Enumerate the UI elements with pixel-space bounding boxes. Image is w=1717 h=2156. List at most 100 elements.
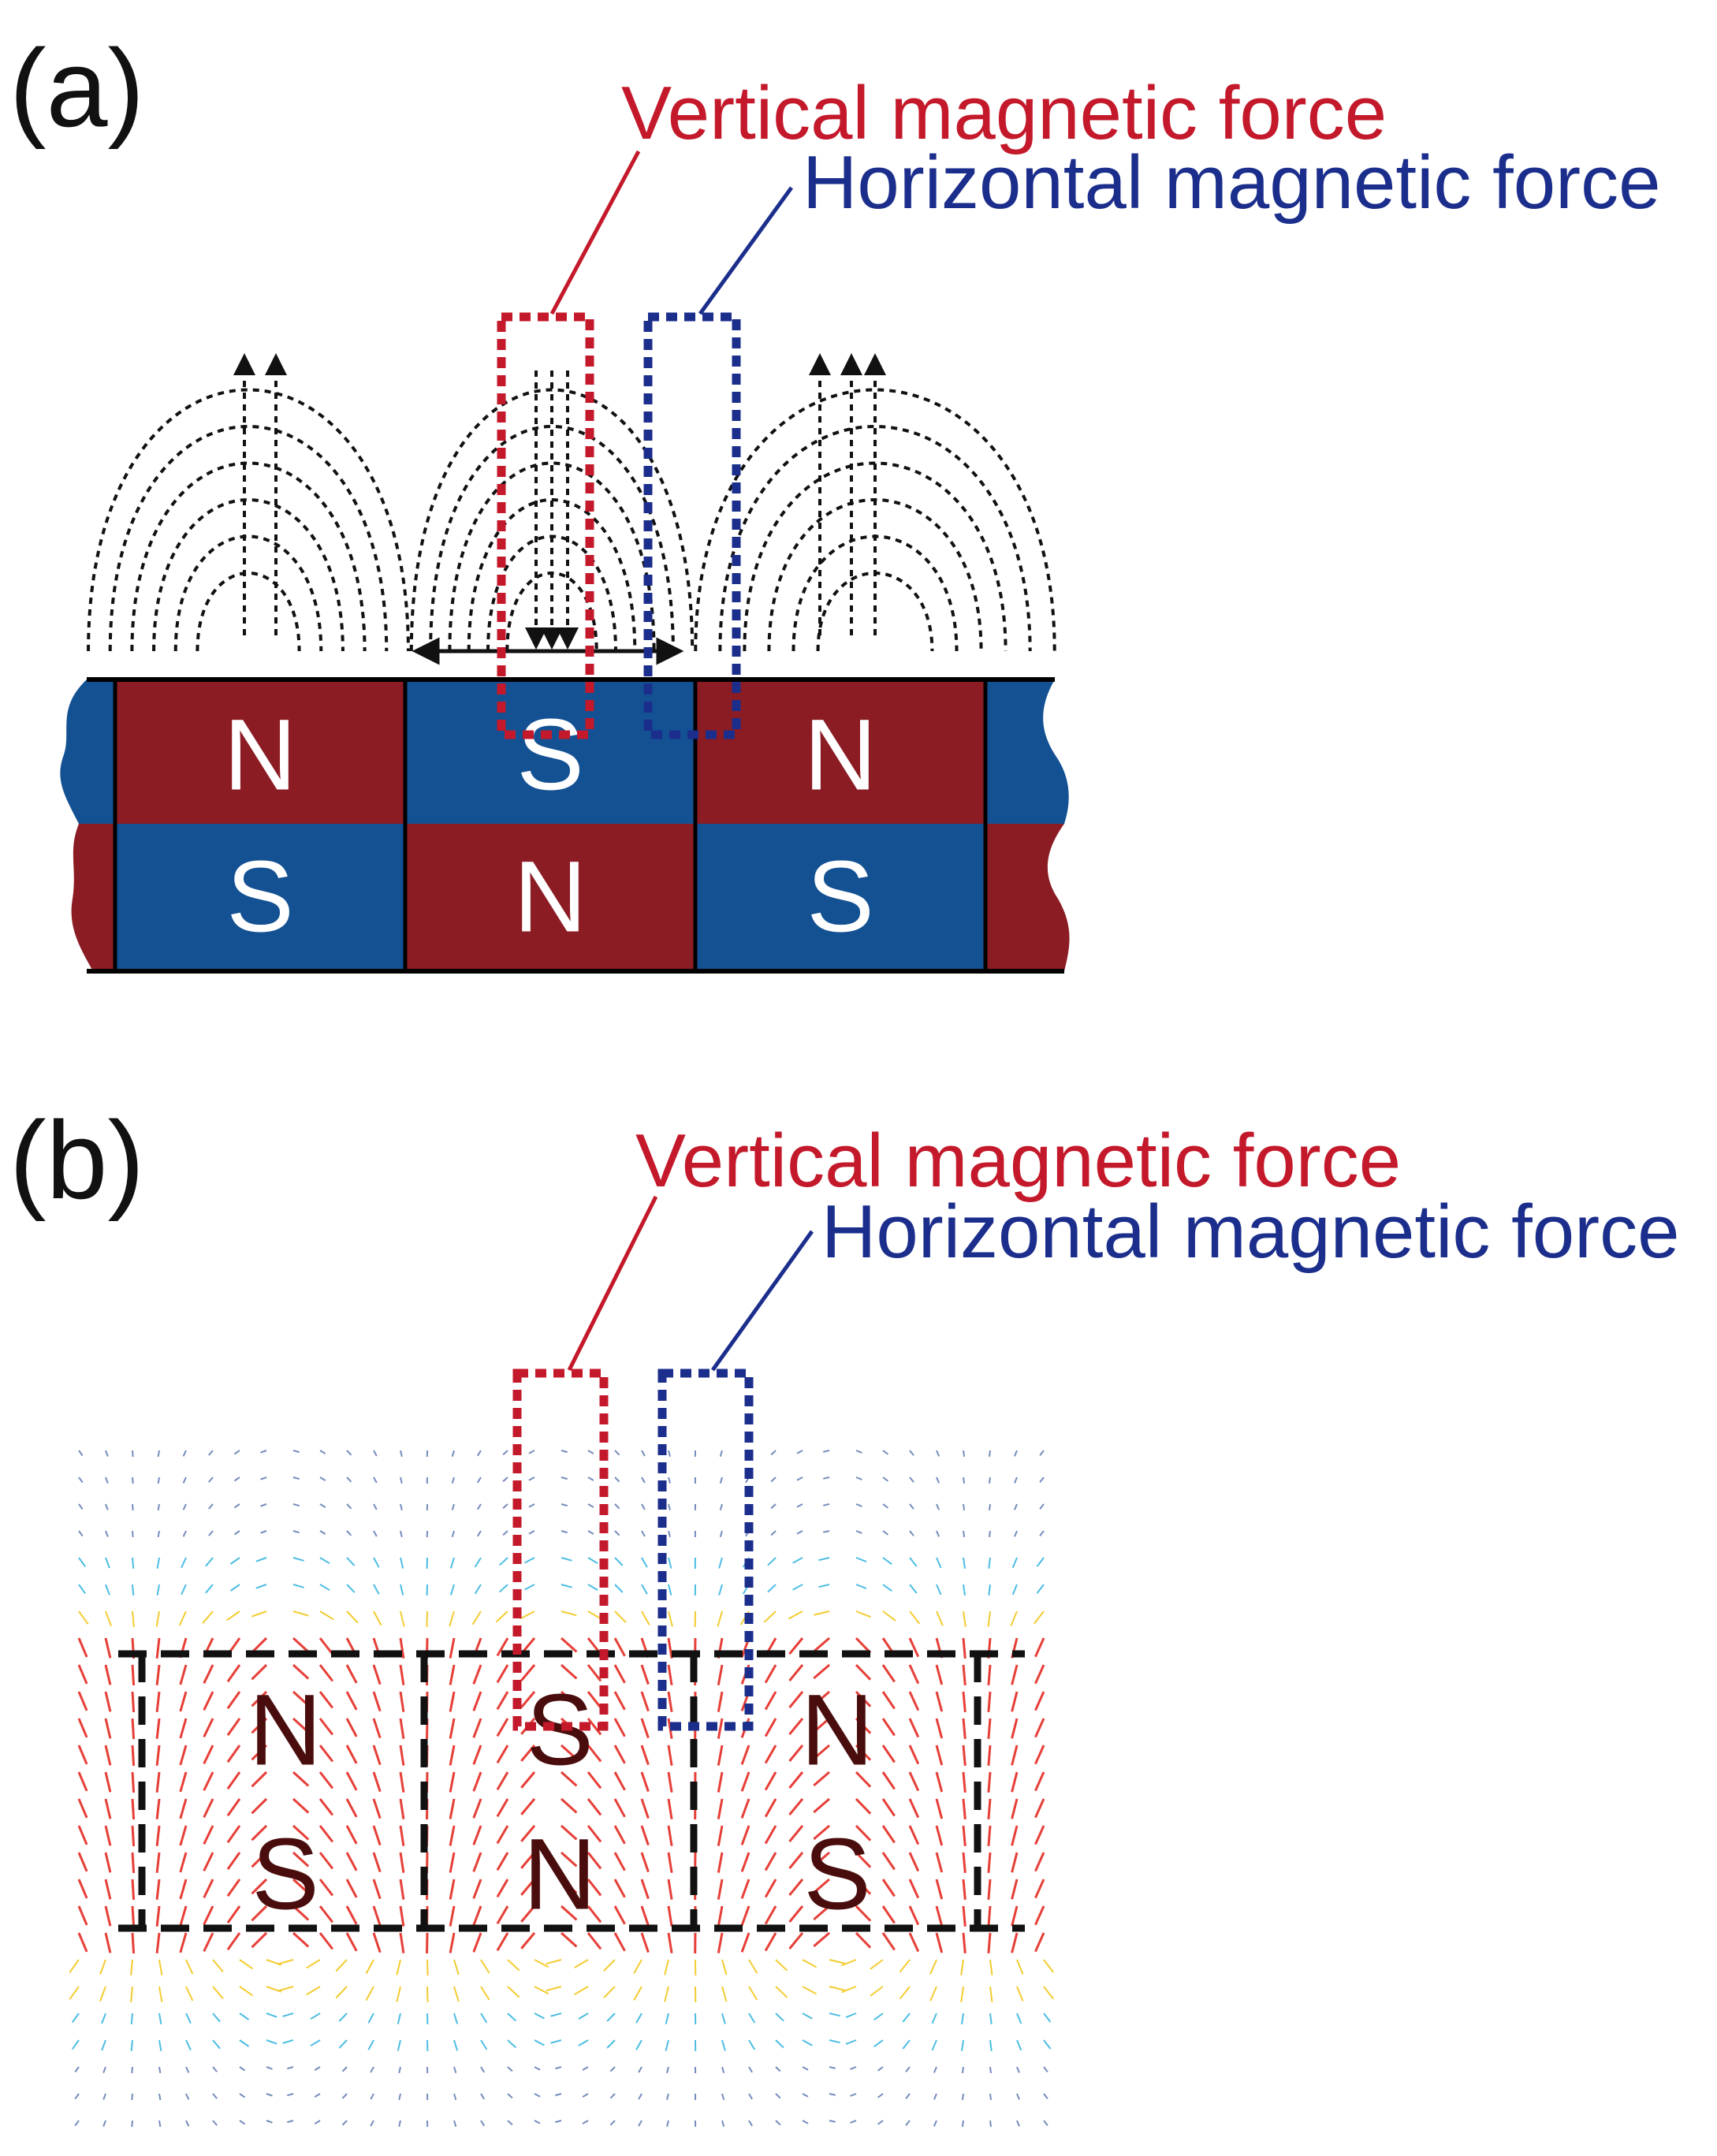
field-vector: [881, 1852, 896, 1871]
field-vector: [155, 1610, 160, 1627]
field-vector: [909, 1610, 921, 1625]
field-vector: [740, 1879, 750, 1899]
field-vector: [208, 1450, 214, 1456]
field-vector: [78, 1476, 84, 1484]
field-vector: [99, 1959, 106, 1975]
field-vector: [292, 1503, 300, 1507]
field-vector: [453, 2093, 457, 2100]
field-vector: [131, 1825, 136, 1847]
field-vector: [609, 2120, 616, 2126]
field-vector: [721, 1986, 728, 2002]
field-vector: [157, 1530, 160, 1538]
field-vector: [667, 1637, 673, 1659]
field-vector: [528, 1476, 535, 1481]
field-vector: [185, 2093, 190, 2100]
field-vector: [829, 1959, 845, 1964]
field-vector: [909, 1530, 914, 1536]
field-vector: [640, 1771, 650, 1793]
field-vector: [931, 2013, 937, 2024]
field-vector: [372, 1718, 382, 1739]
field-vector: [578, 2013, 589, 2020]
field-vector: [665, 2013, 669, 2024]
field-vector: [770, 1450, 777, 1456]
field-vector: [987, 1610, 991, 1627]
panel-a: (a) N S N S N S: [9, 26, 1660, 974]
field-vector: [764, 1798, 777, 1818]
field-vector: [613, 1637, 626, 1657]
field-vector: [372, 1664, 382, 1685]
field-vector: [474, 1584, 482, 1595]
field-vector: [226, 1879, 241, 1897]
field-vector: [319, 1450, 326, 1454]
field-vector: [1011, 1718, 1019, 1739]
field-vector: [77, 1745, 88, 1765]
field-vector: [855, 1557, 867, 1563]
field-vector: [740, 1852, 750, 1872]
field-vector: [292, 1905, 310, 1921]
field-vector: [802, 2039, 813, 2046]
field-vector: [718, 1557, 723, 1569]
field-vector: [105, 1450, 109, 1457]
field-vector: [78, 1557, 87, 1567]
field-vector: [471, 1610, 482, 1625]
field-vector: [641, 1503, 646, 1510]
field-vector: [909, 1584, 918, 1594]
field-vector: [748, 2066, 753, 2073]
field-vector: [496, 1637, 509, 1657]
field-vector: [496, 1879, 509, 1898]
field-vector: [667, 1798, 673, 1819]
field-vector: [318, 1771, 334, 1789]
field-vector: [829, 2066, 836, 2069]
field-vector: [561, 1503, 568, 1507]
field-vector: [203, 1932, 214, 1953]
field-vector: [962, 1745, 967, 1767]
field-vector: [453, 2120, 457, 2127]
field-vector: [905, 2066, 911, 2072]
field-vector: [640, 1718, 650, 1739]
field-vector: [239, 2066, 246, 2072]
field-vector: [935, 1664, 944, 1685]
field-vector: [496, 1825, 509, 1845]
field-vector: [640, 1852, 650, 1873]
field-vector: [641, 1450, 646, 1457]
field-vector: [560, 1905, 578, 1921]
panel-a-label: (a): [9, 26, 144, 150]
field-vector: [155, 1745, 161, 1766]
field-vector: [841, 1986, 857, 1994]
field-vector: [212, 2066, 218, 2072]
field-vector: [587, 1503, 594, 1508]
field-vector: [638, 2066, 642, 2073]
field-vector: [822, 1476, 830, 1480]
field-vector: [534, 2120, 541, 2124]
field-vector: [345, 1691, 358, 1711]
field-vector: [1016, 1959, 1024, 1975]
field-vector: [226, 1745, 241, 1763]
field-vector: [764, 1825, 777, 1845]
field-vector: [1043, 2013, 1052, 2023]
field-vector: [131, 1932, 136, 1954]
field-vector: [1034, 1718, 1045, 1738]
field-vector: [104, 1745, 112, 1766]
field-vector: [77, 1932, 88, 1953]
field-vector: [524, 1584, 535, 1591]
vertical-callout-leader: [567, 1195, 658, 1372]
field-vector: [855, 1931, 872, 1949]
field-vector: [472, 1905, 482, 1926]
field-vector: [449, 1798, 456, 1819]
field-vector: [155, 1664, 161, 1685]
field-vector: [881, 1691, 896, 1710]
field-vector: [185, 2066, 190, 2073]
field-vector: [962, 1852, 967, 1874]
field-vector: [534, 1959, 549, 1968]
field-vector: [426, 1932, 429, 1954]
field-vector: [239, 1959, 253, 1970]
field-vector: [719, 1476, 723, 1484]
field-vector: [717, 1610, 723, 1627]
field-vector: [233, 1450, 240, 1455]
field-vector: [476, 1530, 482, 1537]
field-vector: [989, 2039, 993, 2052]
field-vector: [929, 1986, 937, 2001]
field-vector: [104, 1932, 112, 1953]
field-vector: [574, 1959, 589, 1968]
field-vector: [717, 1745, 724, 1766]
